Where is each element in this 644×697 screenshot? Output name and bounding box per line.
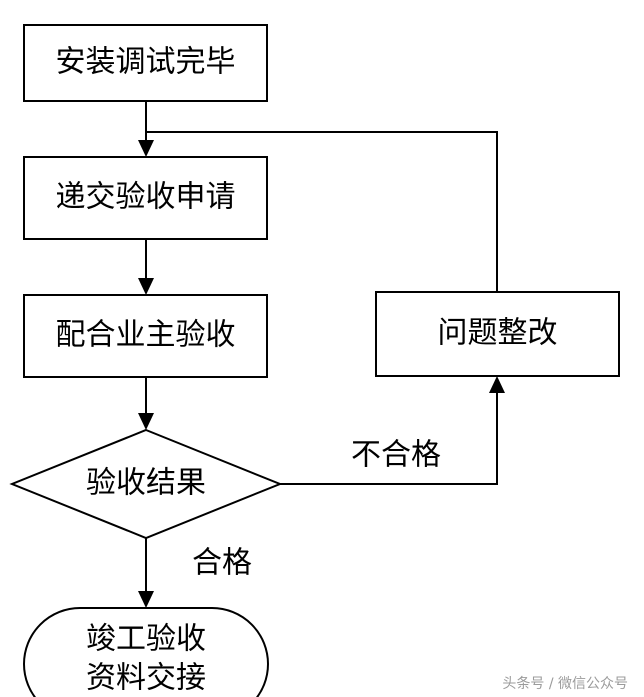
edge-result-to-rectification-line — [280, 393, 498, 485]
node-submit-acceptance-application-box — [23, 156, 268, 240]
node-completion-handover: 竣工验收 资料交接 — [23, 607, 269, 697]
node-install-debug-complete: 安装调试完毕 — [23, 24, 268, 102]
edge-rectification-to-submit — [146, 131, 498, 292]
edge-submit-to-assist-arrowhead — [138, 278, 154, 295]
node-assist-owner-acceptance-label: 配合业主验收 — [56, 318, 236, 353]
edge-result-to-rectification: 不合格 — [280, 376, 505, 485]
node-submit-acceptance-application: 递交验收申请 — [23, 156, 268, 240]
node-assist-owner-acceptance: 配合业主验收 — [23, 294, 268, 378]
node-install-debug-complete-label: 安装调试完毕 — [56, 45, 236, 80]
edge-result-to-completion-arrowhead — [138, 591, 154, 608]
node-acceptance-result-label: 验收结果 — [86, 466, 206, 501]
node-submit-acceptance-application-label: 递交验收申请 — [56, 180, 236, 215]
edge-fail-label: 不合格 — [351, 438, 441, 473]
node-completion-handover-label-line2: 资料交接 — [86, 661, 206, 696]
edge-rectification-to-submit-line — [146, 131, 498, 292]
edge-assist-to-result-arrowhead — [138, 413, 154, 430]
node-acceptance-result: 验收结果 — [9, 428, 283, 540]
edge-install-to-submit-arrowhead — [138, 140, 154, 157]
node-issue-rectification: 问题整改 — [375, 291, 620, 377]
node-install-debug-complete-box — [23, 24, 268, 102]
edge-result-to-completion: 合格 — [138, 538, 252, 608]
node-completion-handover-label-line1: 竣工验收 — [86, 622, 206, 657]
node-issue-rectification-box — [375, 291, 620, 377]
edge-install-to-submit — [138, 101, 154, 157]
edge-assist-to-result — [138, 377, 154, 430]
edge-pass-label: 合格 — [192, 546, 252, 581]
node-issue-rectification-label: 问题整改 — [438, 316, 558, 351]
edge-result-to-rectification-arrowhead — [489, 376, 505, 393]
edge-submit-to-assist — [138, 239, 154, 295]
node-assist-owner-acceptance-box — [23, 294, 268, 378]
node-completion-handover-terminator — [23, 607, 269, 697]
watermark-text: 头条号 / 微信公众号 — [502, 675, 628, 692]
